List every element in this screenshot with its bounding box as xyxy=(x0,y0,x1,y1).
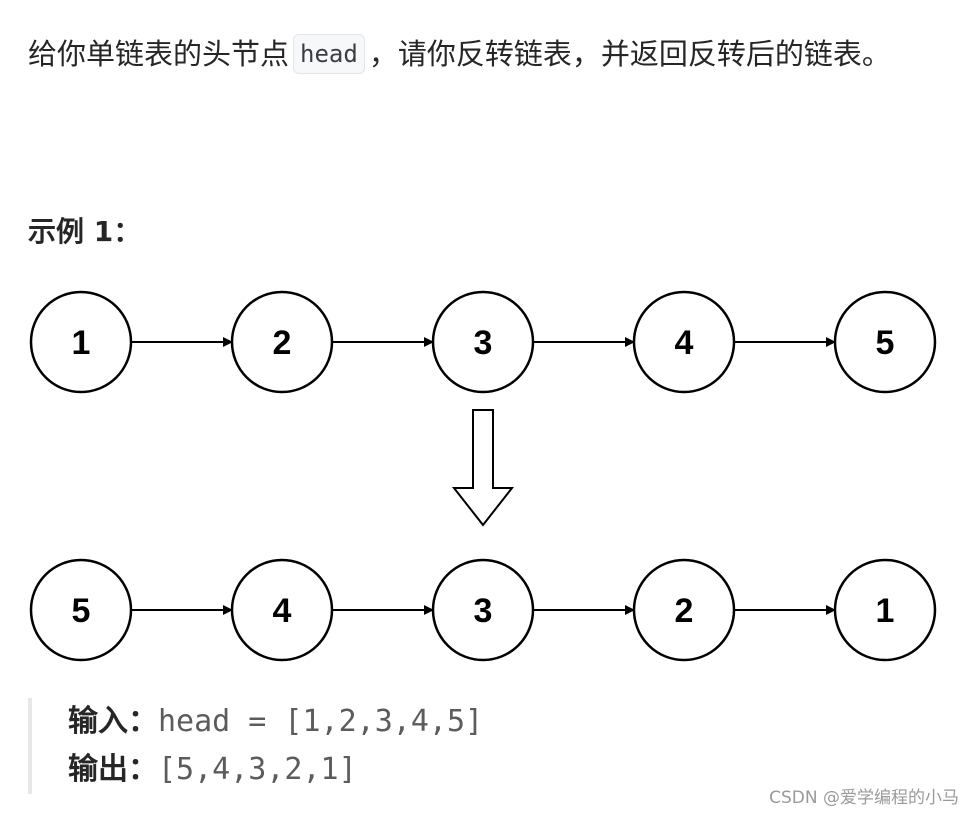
watermark: CSDN @爱学编程的小马 xyxy=(769,788,959,808)
output-row: 输出：[5,4,3,2,1] xyxy=(68,746,483,794)
reversed-list-node-label-4: 2 xyxy=(675,592,694,630)
input-label: 输入： xyxy=(68,704,158,739)
linked-list-diagram: 1 2 3 4 5 5 4 3 2 1 xyxy=(29,290,937,662)
output-label: 输出： xyxy=(68,752,158,787)
input-value: head = [1,2,3,4,5] xyxy=(158,704,484,739)
reversed-list-node-label-5: 1 xyxy=(876,592,895,630)
reversed-list: 5 4 3 2 1 xyxy=(29,558,937,662)
original-list-node-label-4: 4 xyxy=(675,324,694,362)
down-arrow-icon xyxy=(451,409,515,527)
original-list-node-5 xyxy=(833,290,937,394)
description-text-before: 给你单链表的头节点 xyxy=(28,37,290,71)
output-value: [5,4,3,2,1] xyxy=(158,752,357,787)
reversed-list-node-label-3: 3 xyxy=(474,592,493,630)
original-list: 1 2 3 4 5 xyxy=(29,290,937,394)
reversed-list-node-5 xyxy=(833,558,937,662)
input-row: 输入：head = [1,2,3,4,5] xyxy=(68,698,483,746)
original-list-node-label-2: 2 xyxy=(273,324,292,362)
original-list-node-label-3: 3 xyxy=(474,324,493,362)
example-title: 示例 1： xyxy=(28,215,142,248)
original-list-node-label-5: 5 xyxy=(876,324,895,362)
inline-code-head: head xyxy=(293,34,365,74)
original-list-node-label-1: 1 xyxy=(72,324,91,362)
reversed-list-node-label-1: 5 xyxy=(72,592,91,630)
reversed-list-node-label-2: 4 xyxy=(273,592,292,630)
example-io-block: 输入：head = [1,2,3,4,5] 输出：[5,4,3,2,1] xyxy=(28,698,483,794)
description-text-after: ，请你反转链表，并返回反转后的链表。 xyxy=(368,37,891,71)
